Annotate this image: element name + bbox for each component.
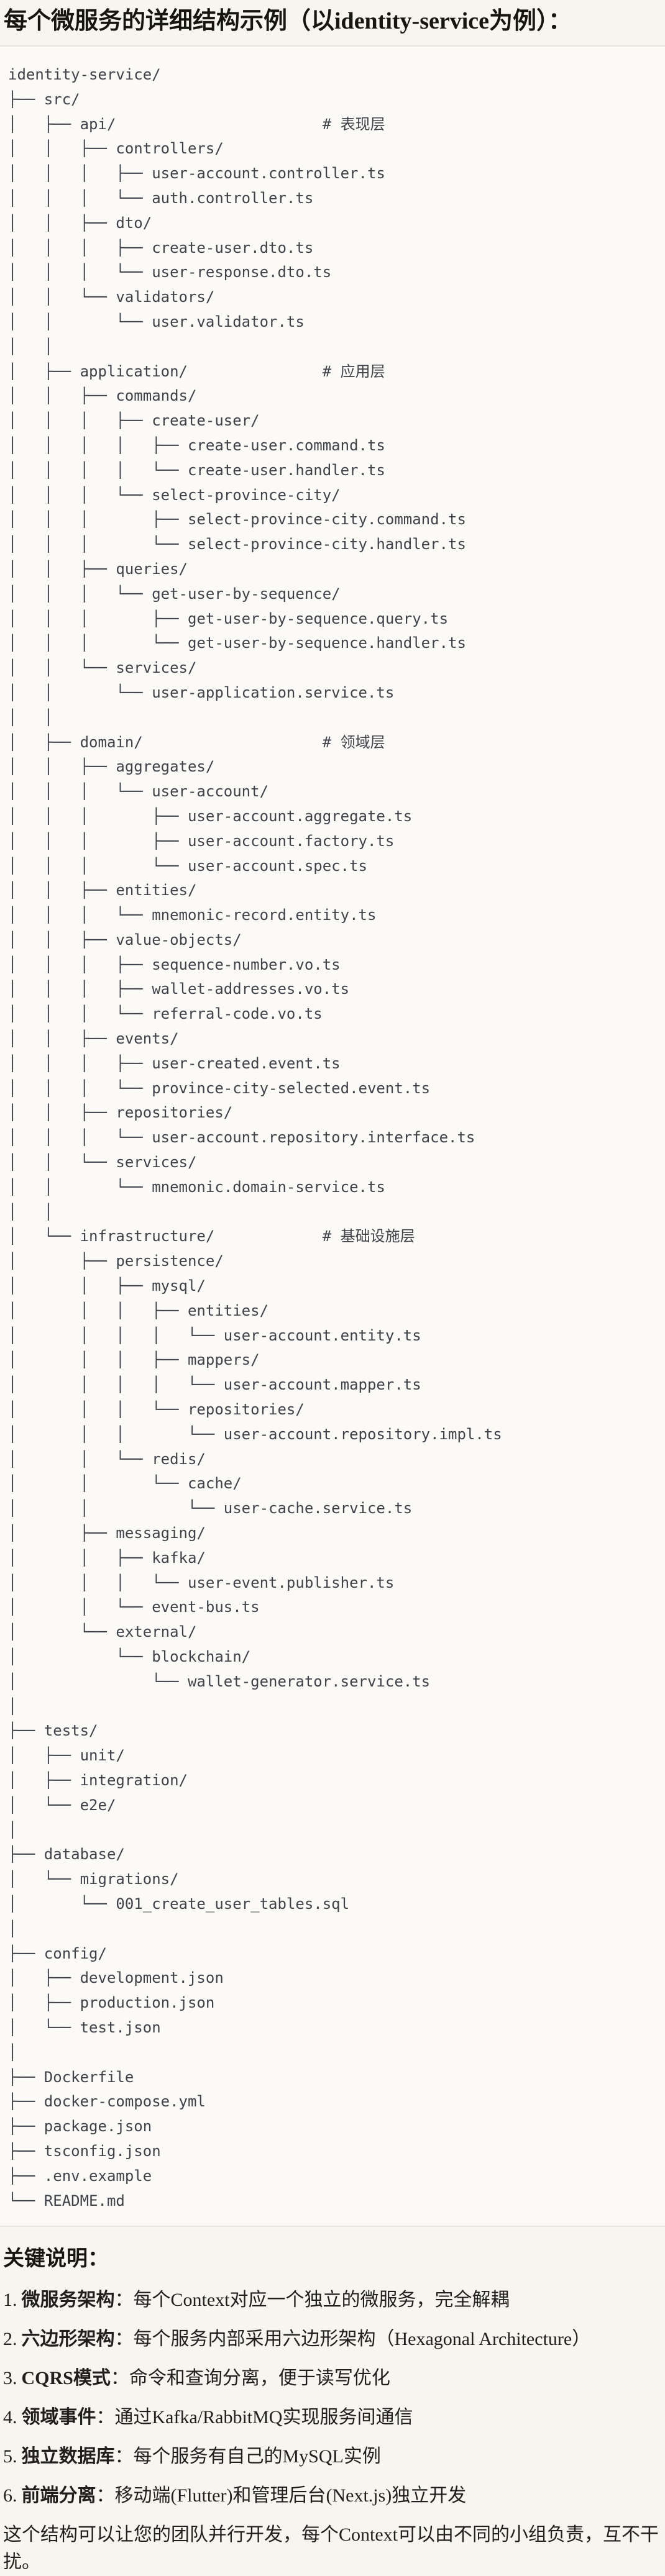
list-item-number: 3. <box>3 2368 17 2389</box>
list-item-term: 领域事件 <box>21 2407 96 2428</box>
list-item: 4.领域事件：通过Kafka/RabbitMQ实现服务间通信 <box>3 2404 660 2431</box>
list-item-text: ：每个服务内部采用六边形架构（Hexagonal Architecture） <box>114 2329 591 2350</box>
list-item: 1.微服务架构：每个Context对应一个独立的微服务，完全解耦 <box>3 2287 660 2314</box>
list-item-term: 前端分离 <box>21 2485 96 2506</box>
list-item-number: 6. <box>3 2485 17 2506</box>
list-item-term: 独立数据库 <box>21 2446 115 2467</box>
list-item-term: CQRS模式 <box>21 2368 111 2389</box>
list-item-term: 六边形架构 <box>21 2329 115 2350</box>
list-item: 2.六边形架构：每个服务内部采用六边形架构（Hexagonal Architec… <box>3 2326 660 2353</box>
notes-heading: 关键说明： <box>3 2247 109 2271</box>
list-item-text: ：通过Kafka/RabbitMQ实现服务间通信 <box>96 2407 413 2428</box>
list-item-text: ：每个服务有自己的MySQL实例 <box>114 2446 381 2467</box>
list-item-text: ：命令和查询分离，便于读写优化 <box>110 2368 390 2389</box>
page-title: 每个微服务的详细结构示例（以identity-service为例）： <box>4 8 572 34</box>
notes-section: 关键说明： 1.微服务架构：每个Context对应一个独立的微服务，完全解耦 2… <box>0 2244 665 2576</box>
list-item-number: 4. <box>3 2407 17 2428</box>
list-item-text: ：每个Context对应一个独立的微服务，完全解耦 <box>114 2290 510 2311</box>
code-block: identity-service/ ├── src/ │ ├── api/ # … <box>0 45 665 2228</box>
list-item-number: 1. <box>3 2290 17 2311</box>
closing-paragraph: 这个结构可以让您的团队并行开发，每个Context可以由不同的小组负责，互不干扰… <box>3 2524 659 2573</box>
list-item-term: 微服务架构 <box>21 2290 115 2311</box>
list-item: 3.CQRS模式：命令和查询分离，便于读写优化 <box>3 2365 660 2392</box>
list-item: 5.独立数据库：每个服务有自己的MySQL实例 <box>3 2443 660 2470</box>
list-item-number: 2. <box>3 2329 17 2350</box>
directory-tree: identity-service/ ├── src/ │ ├── api/ # … <box>8 66 502 2210</box>
list-item: 6.前端分离：移动端(Flutter)和管理后台(Next.js)独立开发 <box>3 2482 660 2510</box>
list-item-text: ：移动端(Flutter)和管理后台(Next.js)独立开发 <box>96 2485 467 2506</box>
list-item-number: 5. <box>3 2446 17 2467</box>
